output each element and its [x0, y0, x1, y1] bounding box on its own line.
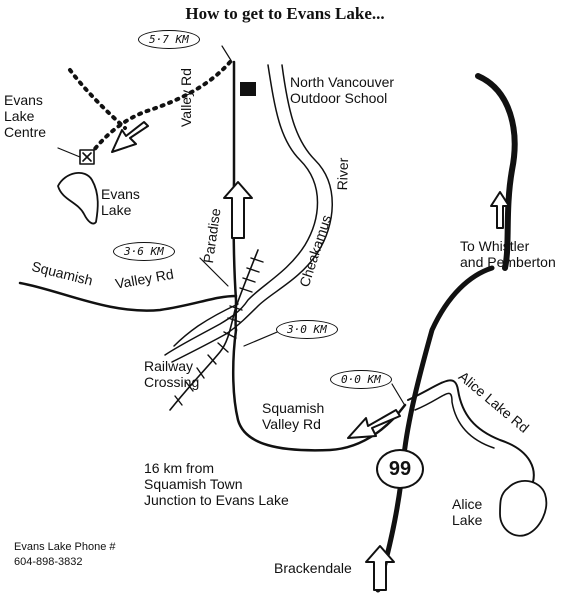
- marker-5-7-km: 5·7 KM: [138, 30, 200, 49]
- page-title: How to get to Evans Lake...: [185, 4, 385, 23]
- alice-lake-label: Alice Lake: [452, 496, 483, 529]
- cheakamus-river-branch: [173, 303, 239, 347]
- leader-00: [391, 383, 405, 405]
- phone-heading: Evans Lake Phone #: [14, 541, 116, 553]
- squamish-valley-rd-south-label: Squamish Valley Rd: [262, 400, 325, 433]
- highway-99-road: [375, 265, 495, 593]
- squamish-valley-road-south: [231, 328, 407, 452]
- evans-lake-label: Evans Lake: [101, 186, 140, 219]
- marker-0-0-km: 0·0 KM: [330, 370, 392, 389]
- dotted-access-road: [88, 60, 232, 157]
- cheakamus-river-east-bank: [164, 64, 319, 356]
- phone-info: Evans Lake Phone # 604-898-3832: [14, 540, 116, 571]
- river-label: River: [334, 157, 352, 191]
- centre-pointer: [57, 147, 81, 158]
- valley-rd-label: Valley Rd: [178, 68, 194, 127]
- leader-36: [199, 257, 229, 287]
- whistler-road: [475, 73, 518, 271]
- railway-ties: [174, 257, 264, 406]
- brackendale-label: Brackendale: [274, 560, 352, 576]
- outdoor-school-label: North Vancouver Outdoor School: [290, 74, 395, 107]
- alice-lake-shape: [499, 480, 548, 537]
- highway-99-shield: 99: [376, 449, 424, 489]
- phone-number: 604-898-3832: [14, 556, 83, 569]
- dotted-access-road-branch: [68, 68, 127, 130]
- whistler-pemberton-label: To Whistler and Pemberton: [460, 238, 556, 271]
- marker-3-6-km: 3·6 KM: [113, 242, 175, 261]
- evans-lake-shape: [57, 172, 99, 225]
- arrow-north-paradise: [223, 181, 253, 239]
- alice-lake-road-edge: [414, 392, 495, 449]
- leader-57: [221, 45, 233, 63]
- arrow-west-squamish: [347, 409, 401, 439]
- distance-note: 16 km from Squamish Town Junction to Eva…: [144, 460, 289, 509]
- marker-3-0-km: 3·0 KM: [276, 320, 338, 339]
- cheakamus-river-west-bank: [171, 64, 333, 363]
- outdoor-school-building: [240, 82, 256, 96]
- evans-lake-centre-label: Evans Lake Centre: [4, 92, 47, 141]
- arrow-north-whistler: [490, 191, 510, 229]
- squamish-valley-road-west: [18, 281, 238, 312]
- railway-crossing-label: Railway Crossing: [144, 358, 200, 391]
- arrow-north-brackendale: [365, 545, 395, 591]
- leader-30: [243, 329, 283, 347]
- evans-lake-centre-x: [82, 152, 92, 162]
- arrow-to-centre: [111, 121, 149, 153]
- alice-lake-road: [407, 379, 535, 491]
